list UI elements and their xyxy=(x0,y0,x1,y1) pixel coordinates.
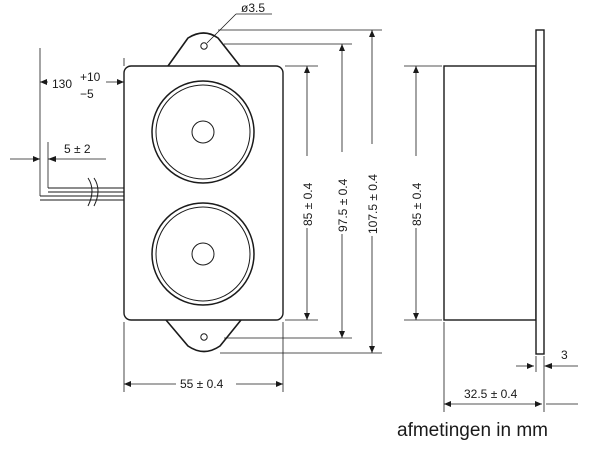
side-height-label: 85 ± 0.4 xyxy=(410,182,424,226)
wire-length-minus-label: −5 xyxy=(80,87,94,101)
buzzer-body xyxy=(123,65,284,321)
depth-dimension: 32.5 ± 0.4 xyxy=(443,322,578,412)
depth-label: 32.5 ± 0.4 xyxy=(464,387,518,401)
hole-diameter-label: ø3.5 xyxy=(241,1,265,15)
front-view xyxy=(123,32,284,353)
width-label: 55 ± 0.4 xyxy=(180,377,224,391)
flange-thickness-label: 3 xyxy=(561,348,568,362)
wire-length-base-label: 130 xyxy=(52,77,72,91)
strip-length-label: 5 ± 2 xyxy=(64,142,91,156)
flange-thickness-dimension: 3 xyxy=(516,348,578,412)
upper-disc-inner xyxy=(155,84,251,180)
lower-disc-outer xyxy=(151,202,255,306)
bottom-mounting-hole xyxy=(200,333,208,341)
height-body-label: 85 ± 0.4 xyxy=(301,182,315,226)
top-mounting-hole xyxy=(200,42,208,50)
height-total-label: 107.5 ± 0.4 xyxy=(366,174,380,234)
hole-diameter-callout: ø3.5 xyxy=(206,1,272,44)
lower-disc-hole xyxy=(191,242,215,266)
bottom-mounting-tab xyxy=(165,319,242,353)
units-caption: afmetingen in mm xyxy=(397,420,548,441)
side-body xyxy=(443,65,537,321)
side-view xyxy=(443,29,545,355)
height-total-dimension: 107.5 ± 0.4 xyxy=(218,29,382,354)
side-flange xyxy=(535,29,545,355)
top-mounting-tab xyxy=(167,32,241,67)
lower-disc-inner xyxy=(155,206,251,302)
height-body-dimension: 85 ± 0.4 xyxy=(285,65,318,321)
strip-length-dimension: 5 ± 2 xyxy=(10,142,106,188)
upper-disc-hole xyxy=(191,120,215,144)
upper-disc-outer xyxy=(151,80,255,184)
side-height-dimension: 85 ± 0.4 xyxy=(404,65,442,321)
height-mid-dimension: 97.5 ± 0.4 xyxy=(224,43,352,339)
wire-length-plus-label: +10 xyxy=(80,70,101,84)
wire-length-dimension: 130 +10 −5 xyxy=(39,48,125,196)
wire-leads xyxy=(40,177,124,207)
height-mid-label: 97.5 ± 0.4 xyxy=(336,178,350,232)
width-dimension: 55 ± 0.4 xyxy=(123,322,284,392)
